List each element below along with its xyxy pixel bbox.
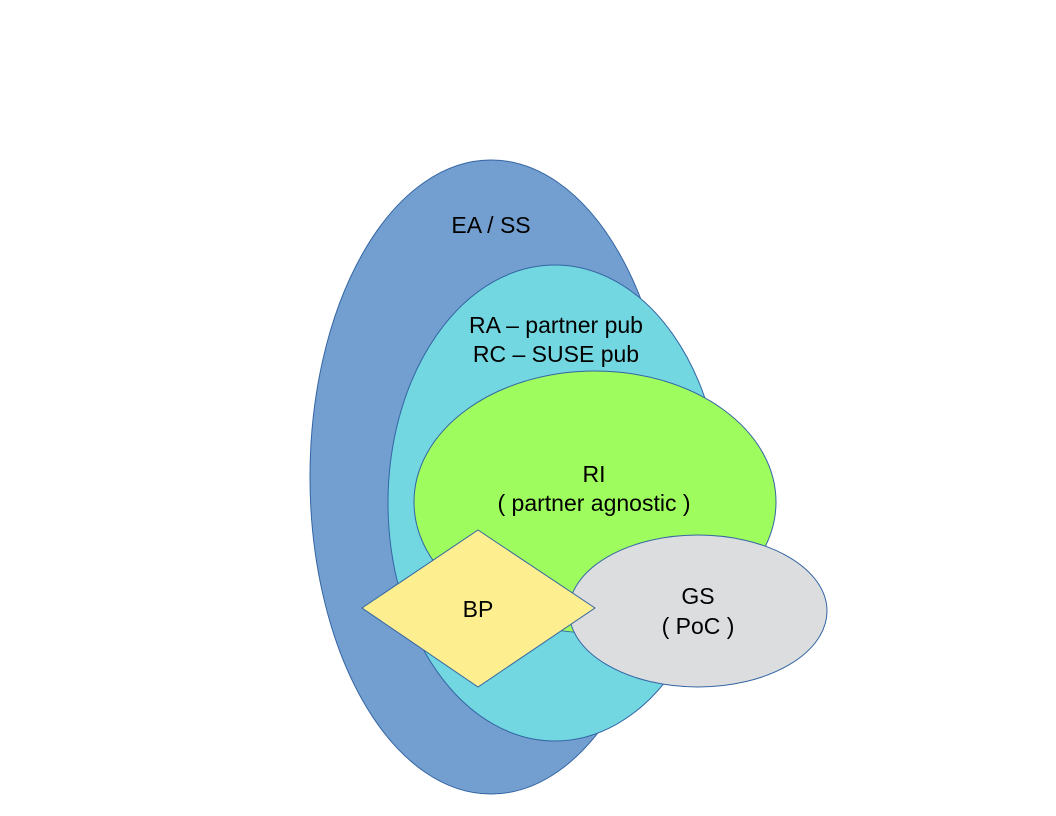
ri-subtitle: ( partner agnostic ) (497, 490, 690, 516)
bp-diamond (361, 529, 596, 688)
ra-label: RA – partner pub (469, 312, 643, 338)
gs-region: GS ( PoC ) (568, 534, 828, 688)
gs-subtitle: ( PoC ) (662, 613, 735, 639)
bp-region: BP (361, 529, 596, 688)
rc-label: RC – SUSE pub (473, 341, 639, 367)
bp-label: BP (463, 596, 494, 622)
ea-ss-label: EA / SS (451, 212, 530, 238)
gs-ellipse (568, 534, 828, 688)
gs-label: GS (681, 583, 714, 609)
ri-label: RI (583, 461, 606, 487)
